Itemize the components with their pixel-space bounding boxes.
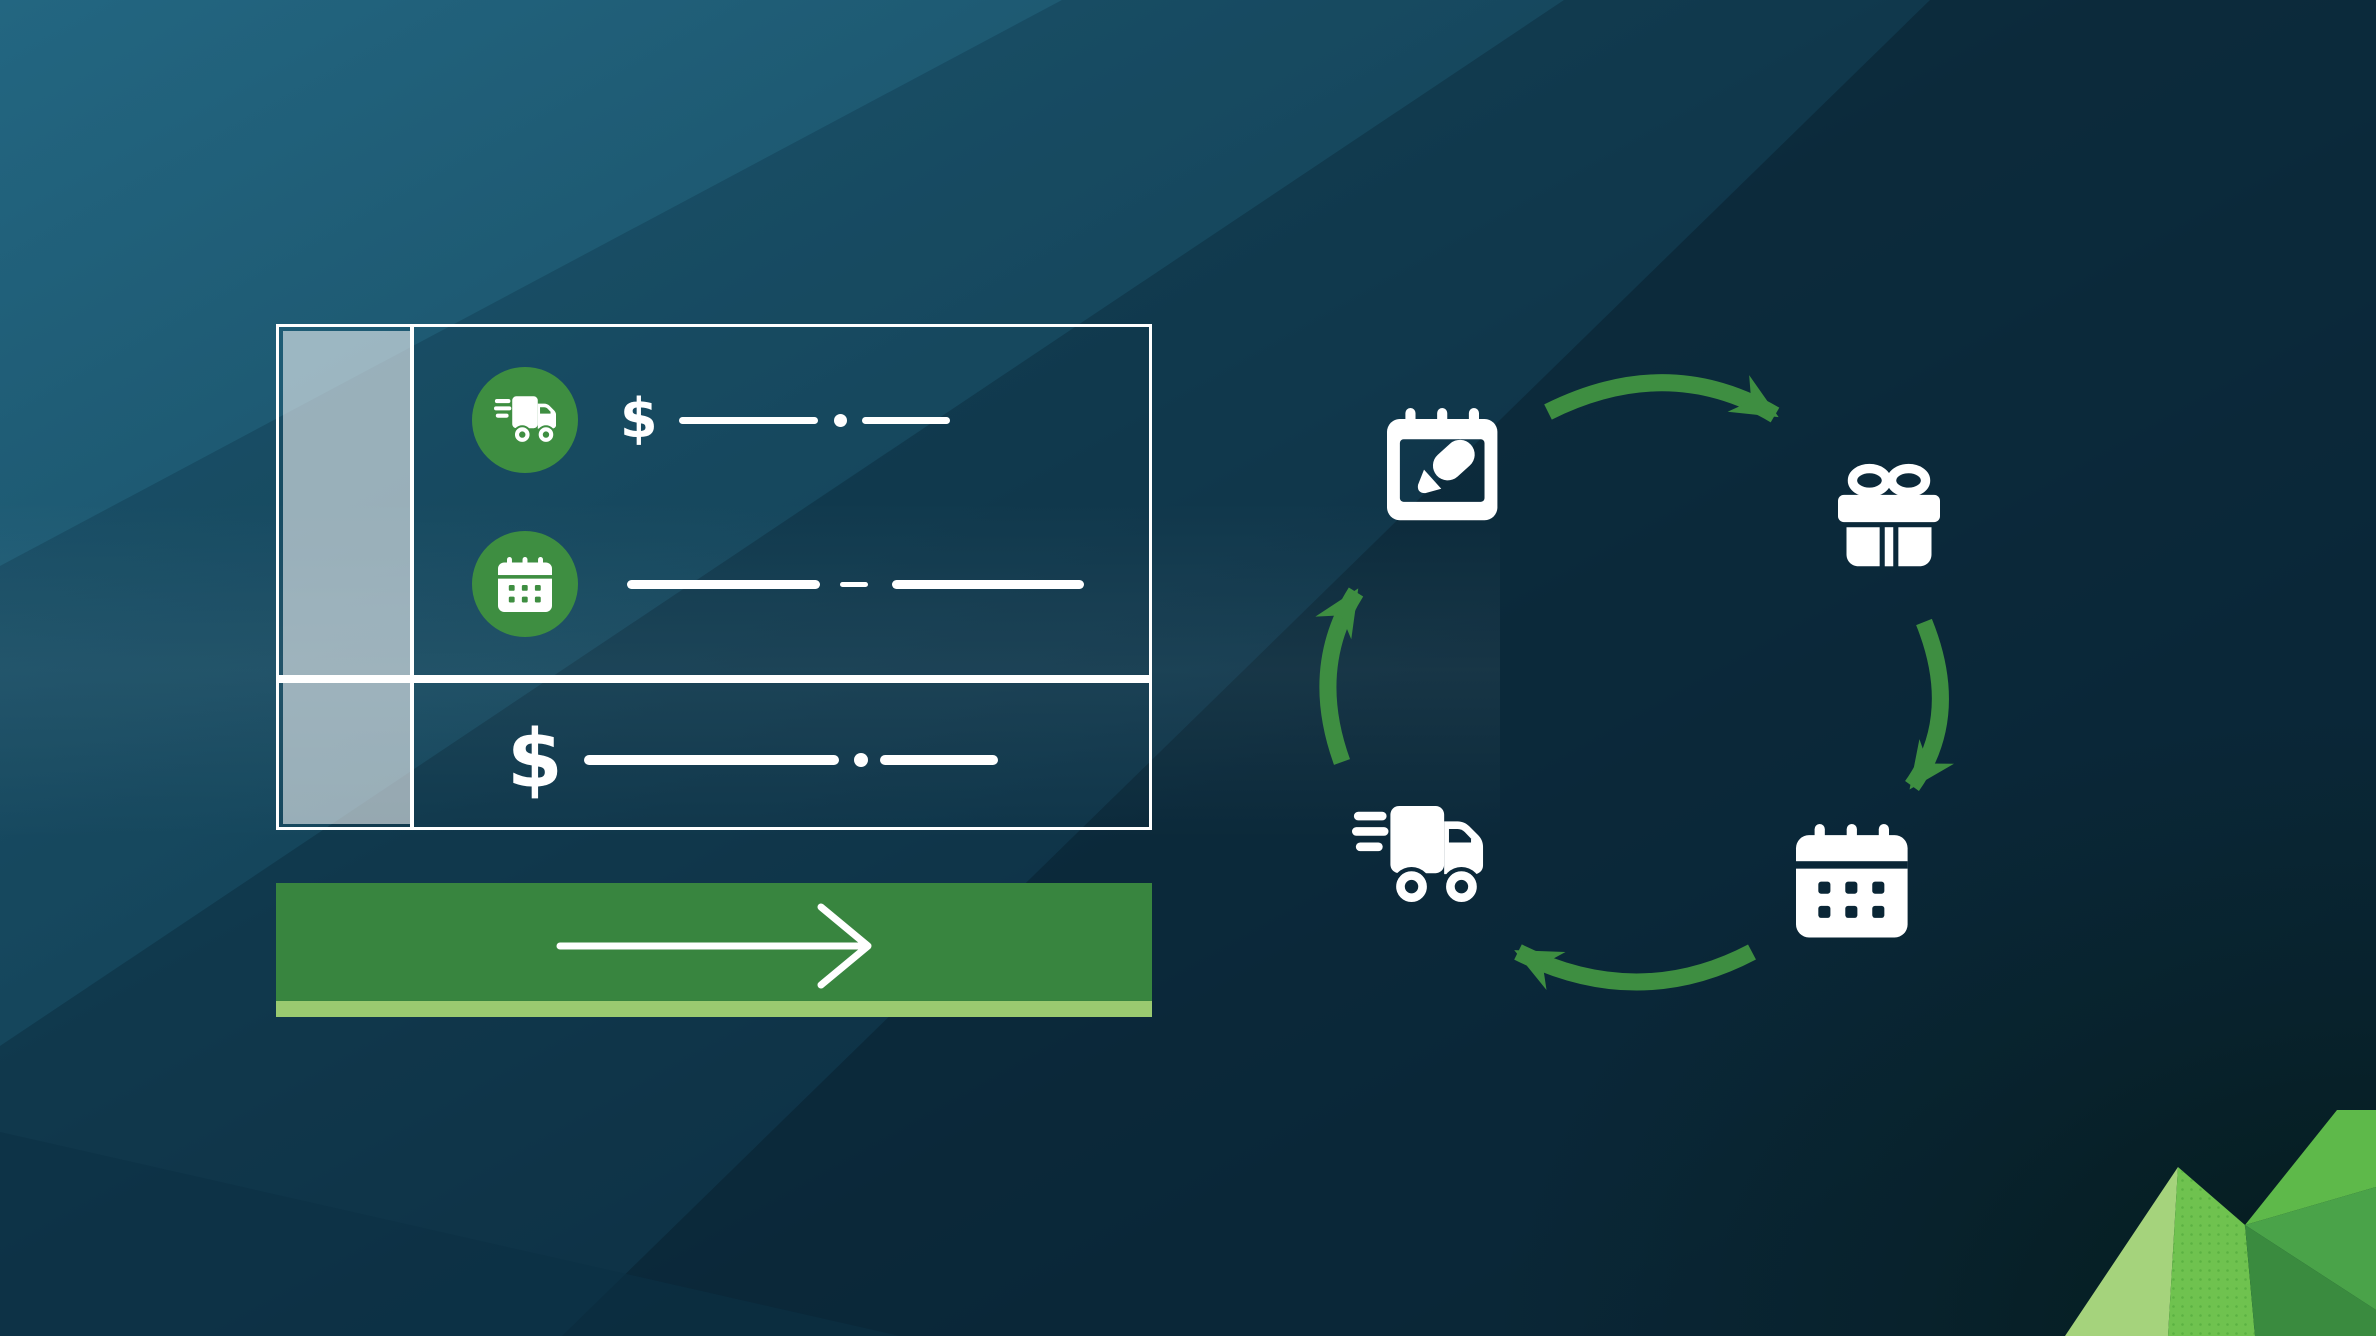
arrow-right-icon	[556, 903, 872, 989]
decimal-dot	[834, 414, 847, 427]
arrow-left	[1315, 587, 1364, 765]
date-placeholder-line	[892, 580, 1084, 589]
row-divider	[279, 675, 1149, 683]
peak-light	[2065, 1167, 2178, 1336]
order-form-card: $ $	[276, 324, 1152, 830]
calendar-icon	[1796, 824, 1908, 938]
amount-placeholder-line	[862, 417, 950, 424]
gift-icon	[1838, 463, 1940, 567]
decimal-dot	[854, 753, 868, 767]
calendar-icon	[498, 556, 552, 612]
peak-vivid	[2245, 1110, 2376, 1225]
arrow-right	[1905, 618, 1954, 791]
submit-button[interactable]	[276, 883, 1152, 1017]
total-placeholder-line	[880, 755, 998, 765]
peak-dark	[2245, 1225, 2376, 1336]
arrow-bottom	[1514, 944, 1756, 991]
currency-symbol: $	[620, 386, 658, 450]
subscription-cycle-diagram	[1315, 374, 1954, 991]
form-sidebar-column	[283, 683, 410, 824]
date-range-dash	[840, 582, 868, 587]
peak-dot-texture	[2168, 1167, 2255, 1336]
button-accent-strip	[276, 1001, 1152, 1017]
currency-symbol: $	[507, 712, 563, 806]
column-divider	[410, 327, 414, 827]
geometric-peaks-logo	[2065, 1110, 2376, 1336]
date-placeholder-line	[627, 580, 820, 589]
calendar-badge	[472, 531, 578, 637]
total-placeholder-line	[584, 755, 839, 765]
amount-placeholder-line	[679, 417, 818, 424]
fast-truck-icon	[494, 396, 556, 444]
arrow-top	[1544, 374, 1780, 423]
fast-truck-badge	[472, 367, 578, 473]
form-sidebar-column	[283, 331, 410, 675]
cycle-arrows	[1315, 374, 1954, 991]
peak-mid	[2245, 1187, 2376, 1310]
fast-truck-icon	[1352, 806, 1484, 903]
calendar-edit-icon	[1387, 408, 1498, 521]
